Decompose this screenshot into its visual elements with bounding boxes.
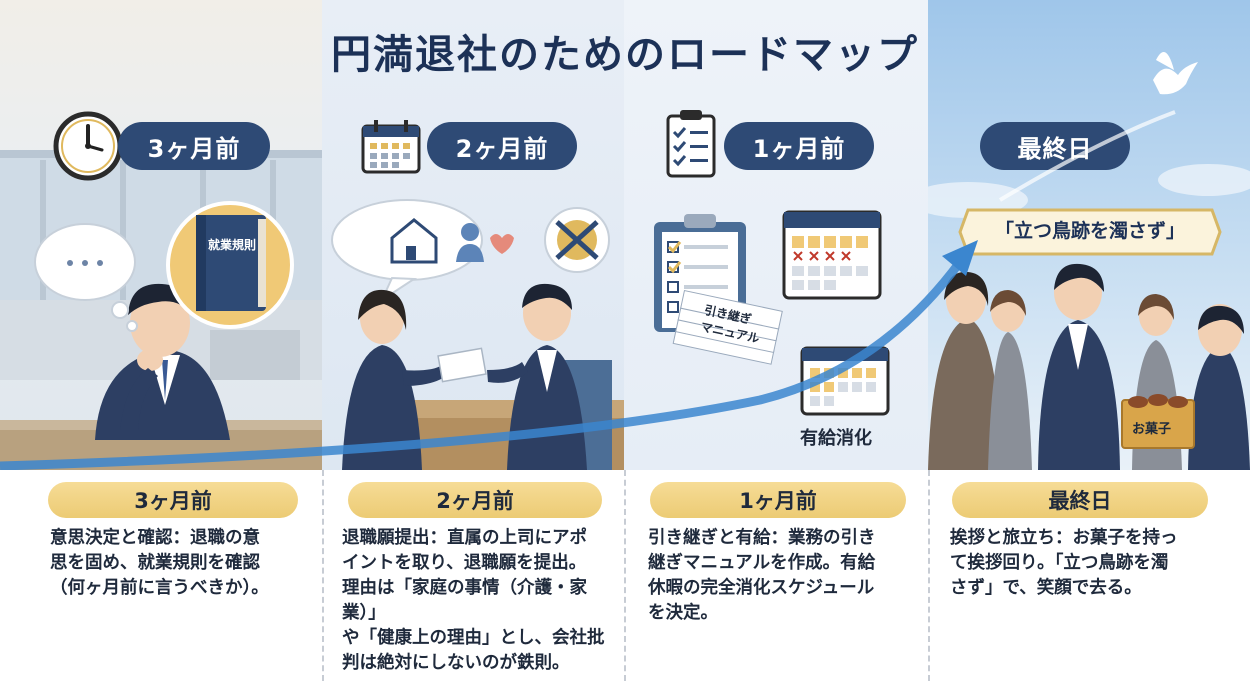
- detail-text-1-month: 引き継ぎと有給：業務の引き 継ぎマニュアルを作成。有給 休暇の完全消化スケジュー…: [648, 528, 876, 623]
- rules-book-label: 就業規則: [207, 238, 256, 252]
- timeline-heading-1-month: 1ヶ月前: [724, 122, 874, 170]
- timeline-heading-2-months: 2ヶ月前: [427, 122, 577, 170]
- detail-text-last-day: 挨拶と旅立ち：お菓子を持っ て挨拶回り。「立つ鳥跡を濁 さず」で、笑顔で去る。: [950, 528, 1178, 598]
- timeline-details: 3ヶ月前 意思決定と確認：退職の意 思を固め、就業規則を確認 （何ヶ月前に言うべ…: [0, 470, 1250, 681]
- detail-column-3-months: 3ヶ月前 意思決定と確認：退職の意 思を固め、就業規則を確認 （何ヶ月前に言うべ…: [0, 470, 322, 681]
- detail-text-2-months: 退職願提出：直属の上司にアポ イントを取り、退職願を提出。 理由は「家庭の事情（…: [342, 528, 605, 673]
- paid-leave-label: 有給消化: [800, 428, 872, 449]
- detail-column-2-months: 2ヶ月前 退職願提出：直属の上司にアポ イントを取り、退職願を提出。 理由は「家…: [322, 470, 624, 681]
- timeline-heading-3-months: 3ヶ月前: [118, 122, 270, 170]
- detail-column-last-day: 最終日 挨拶と旅立ち：お菓子を持っ て挨拶回り。「立つ鳥跡を濁 さず」で、笑顔で…: [928, 470, 1250, 681]
- detail-label-1-month: 1ヶ月前: [650, 482, 906, 518]
- detail-label-3-months: 3ヶ月前: [48, 482, 298, 518]
- detail-label-last-day: 最終日: [952, 482, 1208, 518]
- calendar-icon: [361, 120, 421, 174]
- page-title: 円満退社のためのロードマップ: [331, 32, 919, 78]
- illustration-band: 就業規則 3ヶ月前: [0, 0, 1250, 470]
- checklist-icon: [666, 110, 716, 178]
- detail-label-2-months: 2ヶ月前: [348, 482, 602, 518]
- clock-icon: [53, 111, 123, 181]
- proverb-banner: 「立つ鳥跡を濁さず」: [994, 220, 1185, 242]
- detail-column-1-month: 1ヶ月前 引き継ぎと有給：業務の引き 継ぎマニュアルを作成。有給 休暇の完全消化…: [624, 470, 928, 681]
- detail-text-3-months: 意思決定と確認：退職の意 思を固め、就業規則を確認 （何ヶ月前に言うべきか）。: [50, 528, 269, 598]
- gift-label: お菓子: [1132, 422, 1172, 437]
- timeline-heading-last-day: 最終日: [980, 122, 1130, 170]
